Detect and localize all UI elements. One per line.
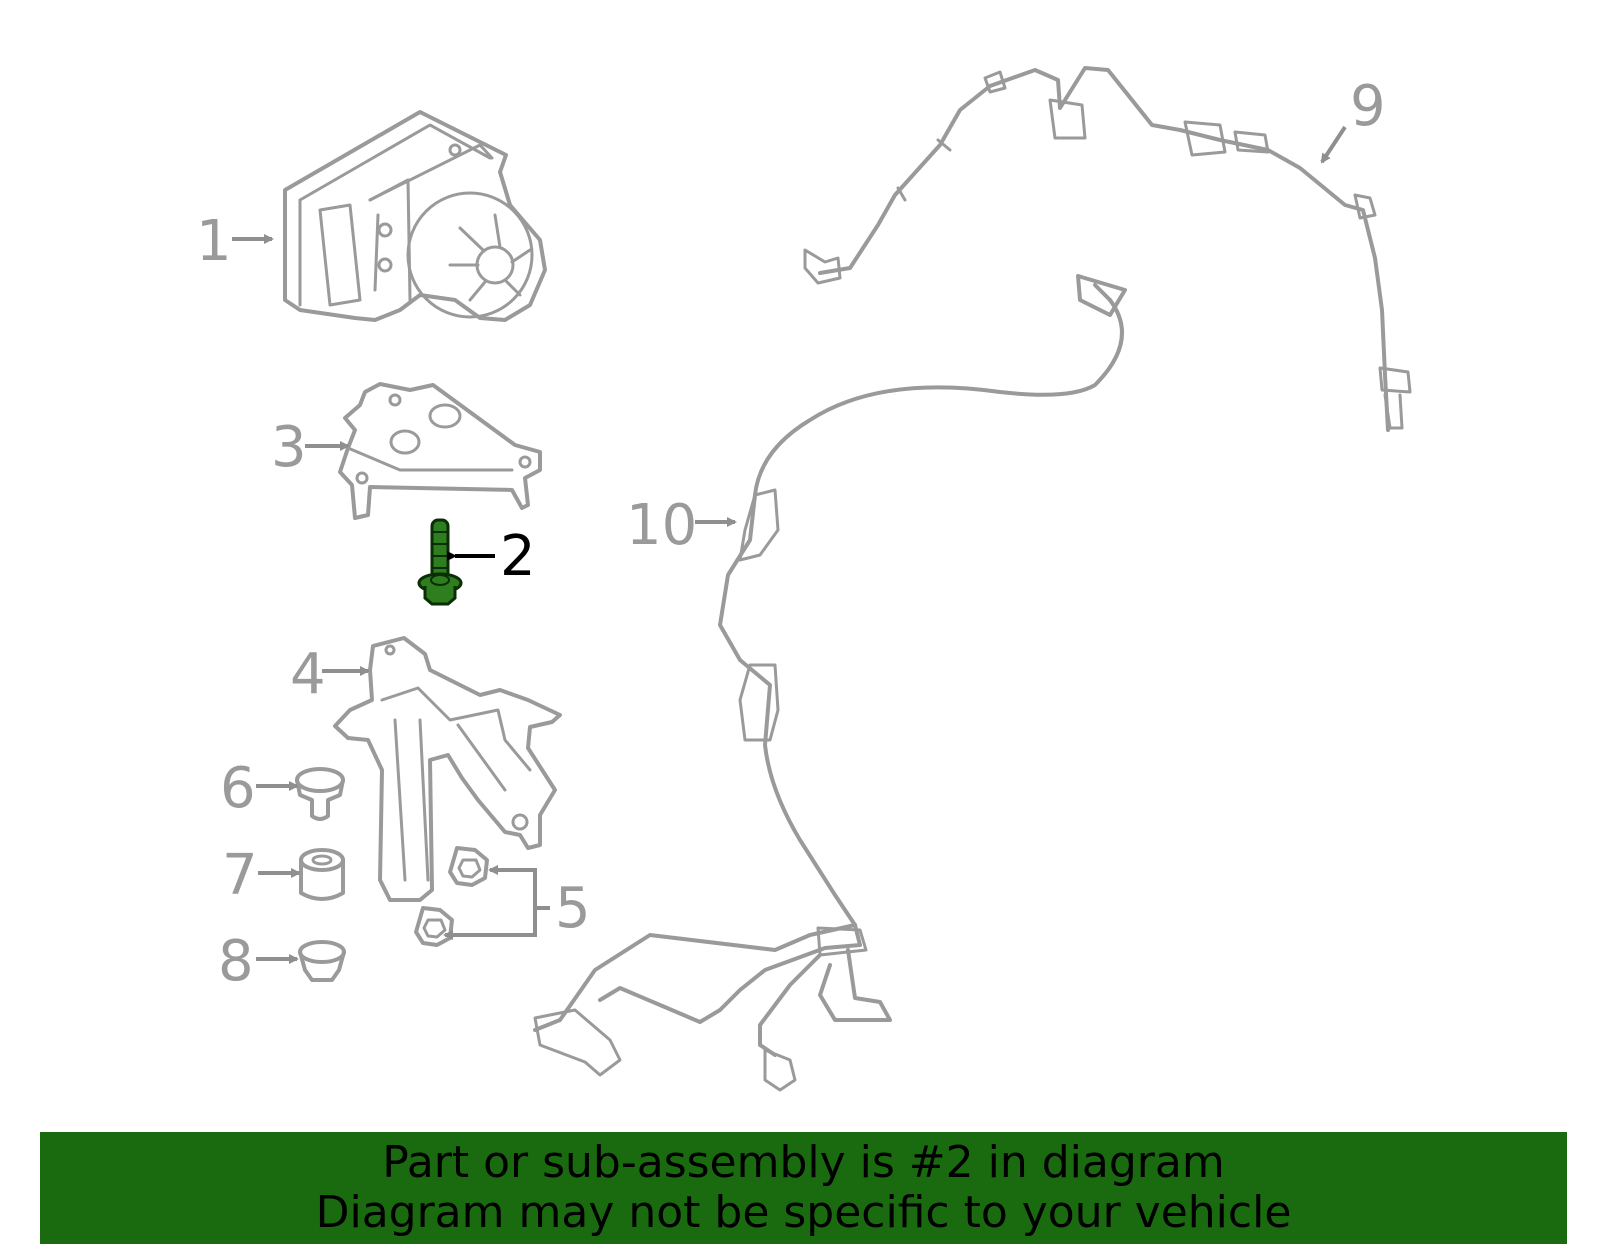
lower-bracket-part-4 [333, 636, 562, 902]
callout-5: 5 [555, 876, 591, 941]
flange-nuts-part-5 [414, 846, 489, 947]
abs-modulator-part-1 [283, 110, 547, 322]
bushing-part-7 [299, 848, 345, 901]
callout-4: 4 [290, 642, 326, 707]
callout-7: 7 [222, 843, 258, 908]
callout-2: 2 [500, 524, 536, 589]
mounting-plate-part-3 [338, 382, 542, 520]
banner-line-1: Part or sub-assembly is #2 in diagram [382, 1137, 1225, 1188]
banner-line-2: Diagram may not be specific to your vehi… [315, 1187, 1292, 1238]
callout-6: 6 [220, 756, 256, 821]
callout-9: 9 [1350, 74, 1386, 139]
sensor-harness-part-10 [533, 274, 1127, 1092]
callout-1: 1 [196, 209, 232, 274]
callout-10: 10 [626, 493, 697, 558]
leader-lines [232, 125, 1347, 964]
grommet-part-6 [295, 767, 345, 821]
nut-part-8 [298, 940, 346, 982]
callout-8: 8 [218, 929, 254, 994]
info-banner: Part or sub-assembly is #2 in diagram Di… [40, 1132, 1567, 1244]
bolt-part-2 [417, 518, 463, 606]
sensor-harness-part-9 [803, 66, 1412, 432]
callout-3: 3 [271, 415, 307, 480]
